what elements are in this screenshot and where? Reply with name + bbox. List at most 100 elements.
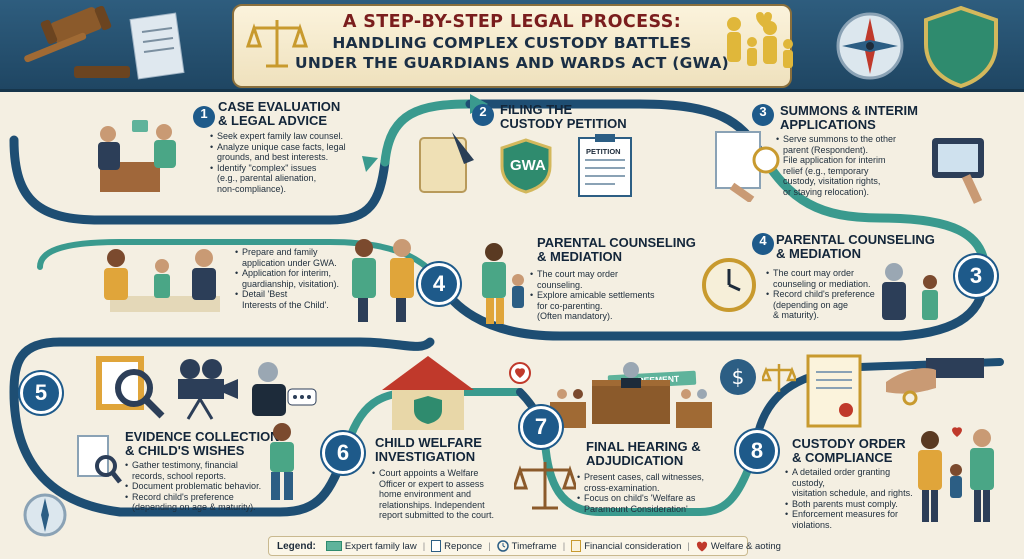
video-camera-icon [178,359,238,420]
step-4-side-bullet-2: Application for interim,guardianship, vi… [235,268,357,289]
document-icon [431,540,442,552]
document-magnifier-icon [77,435,122,484]
legend-item-welfare-label: Welfare & aoting [710,540,781,552]
step-4-right-title-line-1: PARENTAL COUNSELING [776,232,935,247]
step-1-bullets: Seek expert family law counsel. Analyze … [210,131,375,194]
compass-small-icon [23,493,67,537]
legend-separator: | [562,540,566,552]
svg-text:$: $ [732,365,745,389]
legend-item-financial: Financial consideration [571,540,681,552]
step-6-title: CHILD WELFARE INVESTIGATION [375,436,482,464]
step-2-title-line-2: CUSTODY PETITION [500,116,627,131]
title-box: A STEP-BY-STEP LEGAL PROCESS: HANDLING C… [232,4,792,88]
step-1-title-line-1: CASE EVALUATION [218,99,341,114]
counseling-center-title-line-1: PARENTAL COUNSELING [537,235,696,250]
step-5-title-line-1: EVIDENCE COLLECTION [125,429,280,444]
legend-item-timeframe-label: Timeframe [511,540,557,552]
step-1-badge: 1 [193,106,215,128]
petition-label: PETITION [586,147,621,156]
legend-item-reponce-label: Reponce [444,540,483,552]
step-5-title-line-2: & CHILD'S WISHES [125,443,245,458]
legend-item-expert-label: Expert family law [344,540,417,552]
handshake-illustration [352,239,414,322]
step-7-title: FINAL HEARING & ADJUDICATION [586,440,701,468]
step-1-bullet-1: Seek expert family law counsel. [210,131,375,142]
legend-separator: | [687,540,690,552]
gwa-shield-icon [500,138,552,194]
legend-label: Legend: [277,540,316,552]
judge-illustration [252,362,286,416]
tablet-icon [932,138,984,204]
family-meeting-illustration [104,249,220,312]
step-1-title: CASE EVALUATION & LEGAL ADVICE [218,100,340,128]
gwa-label: GWA [510,157,546,174]
step-1-bullet-3: Identify "complex" issues(e.g., parental… [210,163,375,195]
step-6-title-line-1: CHILD WELFARE [375,435,482,450]
compass-icon [836,12,904,80]
step-4-badge-center: 4 [418,263,460,305]
evidence-magnifier-illustration [96,356,165,419]
step-3-title: SUMMONS & INTERIM APPLICATIONS [780,104,918,132]
step-5-badge: 5 [20,372,62,414]
step-8-title: CUSTODY ORDER & COMPLIANCE [792,437,906,465]
legend-separator: | [488,540,491,552]
legend-item-financial-label: Financial consideration [584,540,682,552]
legend-separator: | [422,540,426,552]
counselor-child-illustration [882,263,938,320]
step-6-badge: 6 [322,432,364,474]
scroll-quill-illustration [419,132,474,193]
header-banner: A STEP-BY-STEP LEGAL PROCESS: HANDLING C… [0,0,1024,92]
step-4-right-bullet-2: Record child's preference(depending on a… [766,289,896,321]
legend-item-timeframe: Timeframe [496,540,557,552]
custody-certificate-icon [806,354,862,428]
page-subtitle-1: HANDLING COMPLEX CUSTODY BATTLES [332,34,692,52]
legend-item-reponce: Reponce [431,540,482,552]
step-1-bullet-2: Analyze unique case facts, legalgrounds,… [210,142,375,163]
step-4-right-title: PARENTAL COUNSELING & MEDIATION [776,233,935,261]
step-7-bullet-1: Present cases, call witnesses,cross-exam… [577,472,727,493]
step-8-bullet-2: Both parents must comply. [785,499,925,510]
step-6-title-line-2: INVESTIGATION [375,449,476,464]
legend-item-expert: Expert family law [325,540,417,552]
summons-document-illustration [715,131,780,202]
counseling-center-title: PARENTAL COUNSELING & MEDIATION [537,236,696,264]
step-1-title-line-2: & LEGAL ADVICE [218,113,328,128]
speech-bubble-icon [287,388,317,406]
step-2-badge: 2 [472,104,494,126]
house-welfare-illustration [382,356,474,430]
page-title: A STEP-BY-STEP LEGAL PROCESS: [342,12,682,32]
courtroom-illustration [550,362,712,428]
counseling-center-title-line-2: & MEDIATION [537,249,622,264]
step-7-badge: 7 [520,406,562,448]
legend-item-welfare: Welfare & aoting [696,541,781,552]
step-8-bullet-1: A detailed order granting custody,visita… [785,467,925,499]
step-3-title-line-1: SUMMONS & INTERIM [780,103,918,118]
small-scales-icon [762,364,796,392]
step-2-title: FILING THE CUSTODY PETITION [500,103,627,131]
heart-icon [509,362,531,384]
document-icon [129,12,185,80]
clock-icon [702,258,756,312]
step-3-badge-right: 3 [955,255,997,297]
step-3-badge: 3 [752,104,774,126]
counseling-family-illustration [482,243,524,324]
step-5-bullet-2: Document problematic behavior. [125,481,285,492]
step-4-right-title-line-2: & MEDIATION [776,246,861,261]
legend: Legend: Expert family law | Reponce | Ti… [268,536,781,556]
lawyer-consultation-illustration [98,120,176,192]
